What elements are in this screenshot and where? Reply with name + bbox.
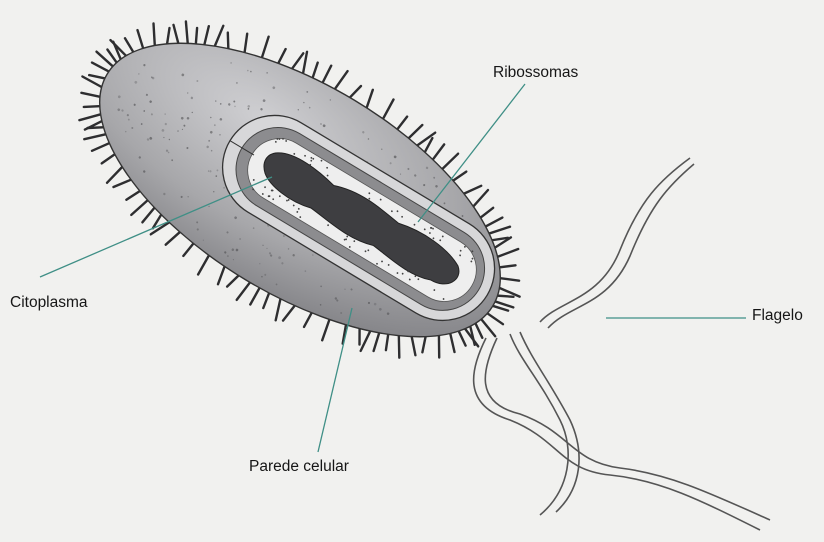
pilus xyxy=(154,24,155,48)
flagella-group xyxy=(474,158,770,530)
pilus xyxy=(486,312,503,324)
pilus xyxy=(107,166,124,183)
pilus xyxy=(81,93,102,97)
pilus xyxy=(374,331,380,351)
pilus xyxy=(261,37,268,60)
pilus xyxy=(304,311,313,327)
pilus xyxy=(432,144,445,161)
cytoplasm-label: Citoplasma xyxy=(10,294,88,312)
pilus xyxy=(198,254,210,275)
pilus xyxy=(92,63,111,73)
pilus xyxy=(322,318,330,341)
pilus xyxy=(498,265,516,267)
pilus xyxy=(244,34,247,55)
pilus xyxy=(84,134,107,139)
pilus xyxy=(138,30,144,50)
flagellum-3 xyxy=(540,158,690,322)
pilus xyxy=(366,90,373,110)
pilus xyxy=(92,142,111,151)
ribosomes-label: Ribossomas xyxy=(493,64,578,82)
pilus xyxy=(174,25,179,45)
pilus xyxy=(484,218,503,228)
pilus xyxy=(361,329,371,351)
pilus xyxy=(496,249,519,258)
pilus xyxy=(303,52,307,76)
cell-wall-leader xyxy=(318,308,352,452)
pilus xyxy=(126,190,141,200)
pilus xyxy=(283,304,296,321)
pilus xyxy=(441,154,458,171)
flagellum-2b xyxy=(520,332,579,512)
pilus xyxy=(399,334,400,358)
pilus xyxy=(291,53,303,70)
pilus xyxy=(79,114,102,120)
pilus xyxy=(472,190,488,208)
pilus xyxy=(462,186,481,195)
pilus xyxy=(102,153,117,163)
pilus xyxy=(237,281,252,300)
pilus xyxy=(382,100,393,121)
pilus xyxy=(322,66,332,85)
pilus xyxy=(114,179,133,187)
pilus xyxy=(131,199,149,215)
pilus xyxy=(407,125,422,140)
flagellum-label: Flagelo xyxy=(752,307,803,325)
pilus xyxy=(487,227,510,235)
pilus xyxy=(186,22,188,46)
ribosomes-leader xyxy=(418,84,525,222)
flagellum-1 xyxy=(474,338,760,530)
pilus xyxy=(498,278,519,281)
pilus xyxy=(204,26,209,46)
pilus xyxy=(218,265,225,285)
pilus xyxy=(183,242,194,256)
pilus xyxy=(250,286,260,304)
pilus xyxy=(142,206,155,222)
cell-wall-label: Parede celular xyxy=(249,458,349,476)
pilus xyxy=(276,297,281,320)
pilus xyxy=(214,26,223,48)
pilus xyxy=(458,329,466,345)
pilus xyxy=(480,318,495,337)
pilus xyxy=(411,335,415,356)
pilus xyxy=(166,231,182,245)
pilus xyxy=(450,332,455,353)
pilus xyxy=(479,208,493,219)
pilus xyxy=(349,86,362,99)
pilus xyxy=(334,71,348,91)
